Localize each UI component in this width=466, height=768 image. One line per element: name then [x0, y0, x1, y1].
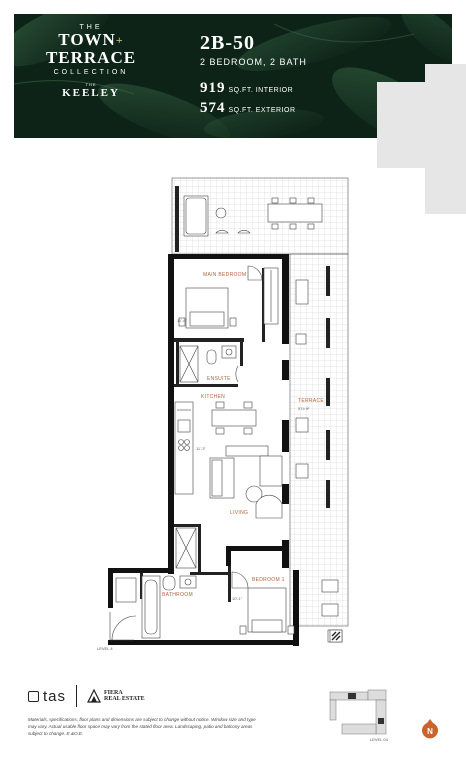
decor-grey-block — [425, 64, 466, 214]
plan-level: LEVEL 4 — [97, 646, 113, 651]
label-living: LIVING — [230, 510, 249, 516]
closet — [175, 527, 197, 569]
exterior-label: SQ.FT. EXTERIOR — [228, 107, 296, 114]
main-bedroom-furniture — [178, 265, 279, 329]
label-main-bedroom: MAIN BEDROOM — [203, 272, 247, 278]
logo-divider — [76, 685, 78, 707]
dim-main-bedroom: 11'-8" — [177, 318, 187, 323]
dim-kitchen: 11'-3" — [196, 446, 206, 451]
terrace-side-area — [289, 253, 349, 627]
header-banner: THE TOWN+ TERRACE COLLECTION THE KEELEY … — [14, 14, 452, 138]
brand-terrace: TERRACE — [45, 48, 137, 67]
tas-square-icon — [28, 690, 39, 702]
brand-the-small: THE — [85, 82, 97, 87]
unit-bedrooms: 2 BEDROOM, 2 BATH — [200, 57, 307, 67]
label-kitchen: KITCHEN — [201, 394, 226, 400]
brand-the: THE — [79, 24, 103, 31]
bathroom-fixtures — [109, 575, 197, 641]
ensuite-fixtures — [179, 345, 239, 383]
interior-walls — [140, 268, 265, 602]
outdoor-furniture — [183, 195, 323, 237]
label-bathroom: BATHROOM — [162, 592, 193, 598]
label-bedroom1: BEDROOM 1 — [252, 577, 285, 583]
label-terrace: TERRACE — [298, 398, 324, 404]
decor-grey-block — [377, 82, 425, 168]
kitchen-fixtures — [174, 401, 257, 495]
disclaimer-text: Materials, specifications, floor plans a… — [28, 717, 256, 736]
tas-logo: tas — [28, 688, 66, 705]
plus-icon: + — [115, 33, 124, 47]
bedroom1-furniture — [231, 571, 295, 635]
compass-icon: N — [422, 719, 438, 739]
planters — [175, 186, 330, 508]
unit-code: 2B-50 — [200, 32, 255, 54]
brand-logo: THE TOWN+ TERRACE COLLECTION THE KEELEY — [36, 24, 146, 99]
brand-collection: COLLECTION — [53, 69, 129, 76]
interior-value: 919 — [200, 80, 226, 96]
dim-terrace: 574 ft² — [298, 406, 310, 411]
interior-label: SQ.FT. INTERIOR — [228, 87, 294, 94]
exterior-value: 574 — [200, 100, 226, 116]
fiera-mark-icon — [87, 689, 101, 703]
compass-letter: N — [427, 727, 433, 736]
key-plan-map — [329, 689, 387, 735]
key-plan-level: LEVEL 04 — [370, 737, 388, 742]
plant-icon — [329, 629, 343, 643]
label-ensuite: ENSUITE — [207, 376, 231, 382]
exterior-walls — [108, 254, 299, 646]
living-furniture — [209, 445, 283, 519]
brand-keeley: KEELEY — [62, 87, 120, 99]
brand-town: TOWN+ — [58, 30, 124, 49]
dim-bedroom1: 10'-1" — [232, 596, 243, 601]
